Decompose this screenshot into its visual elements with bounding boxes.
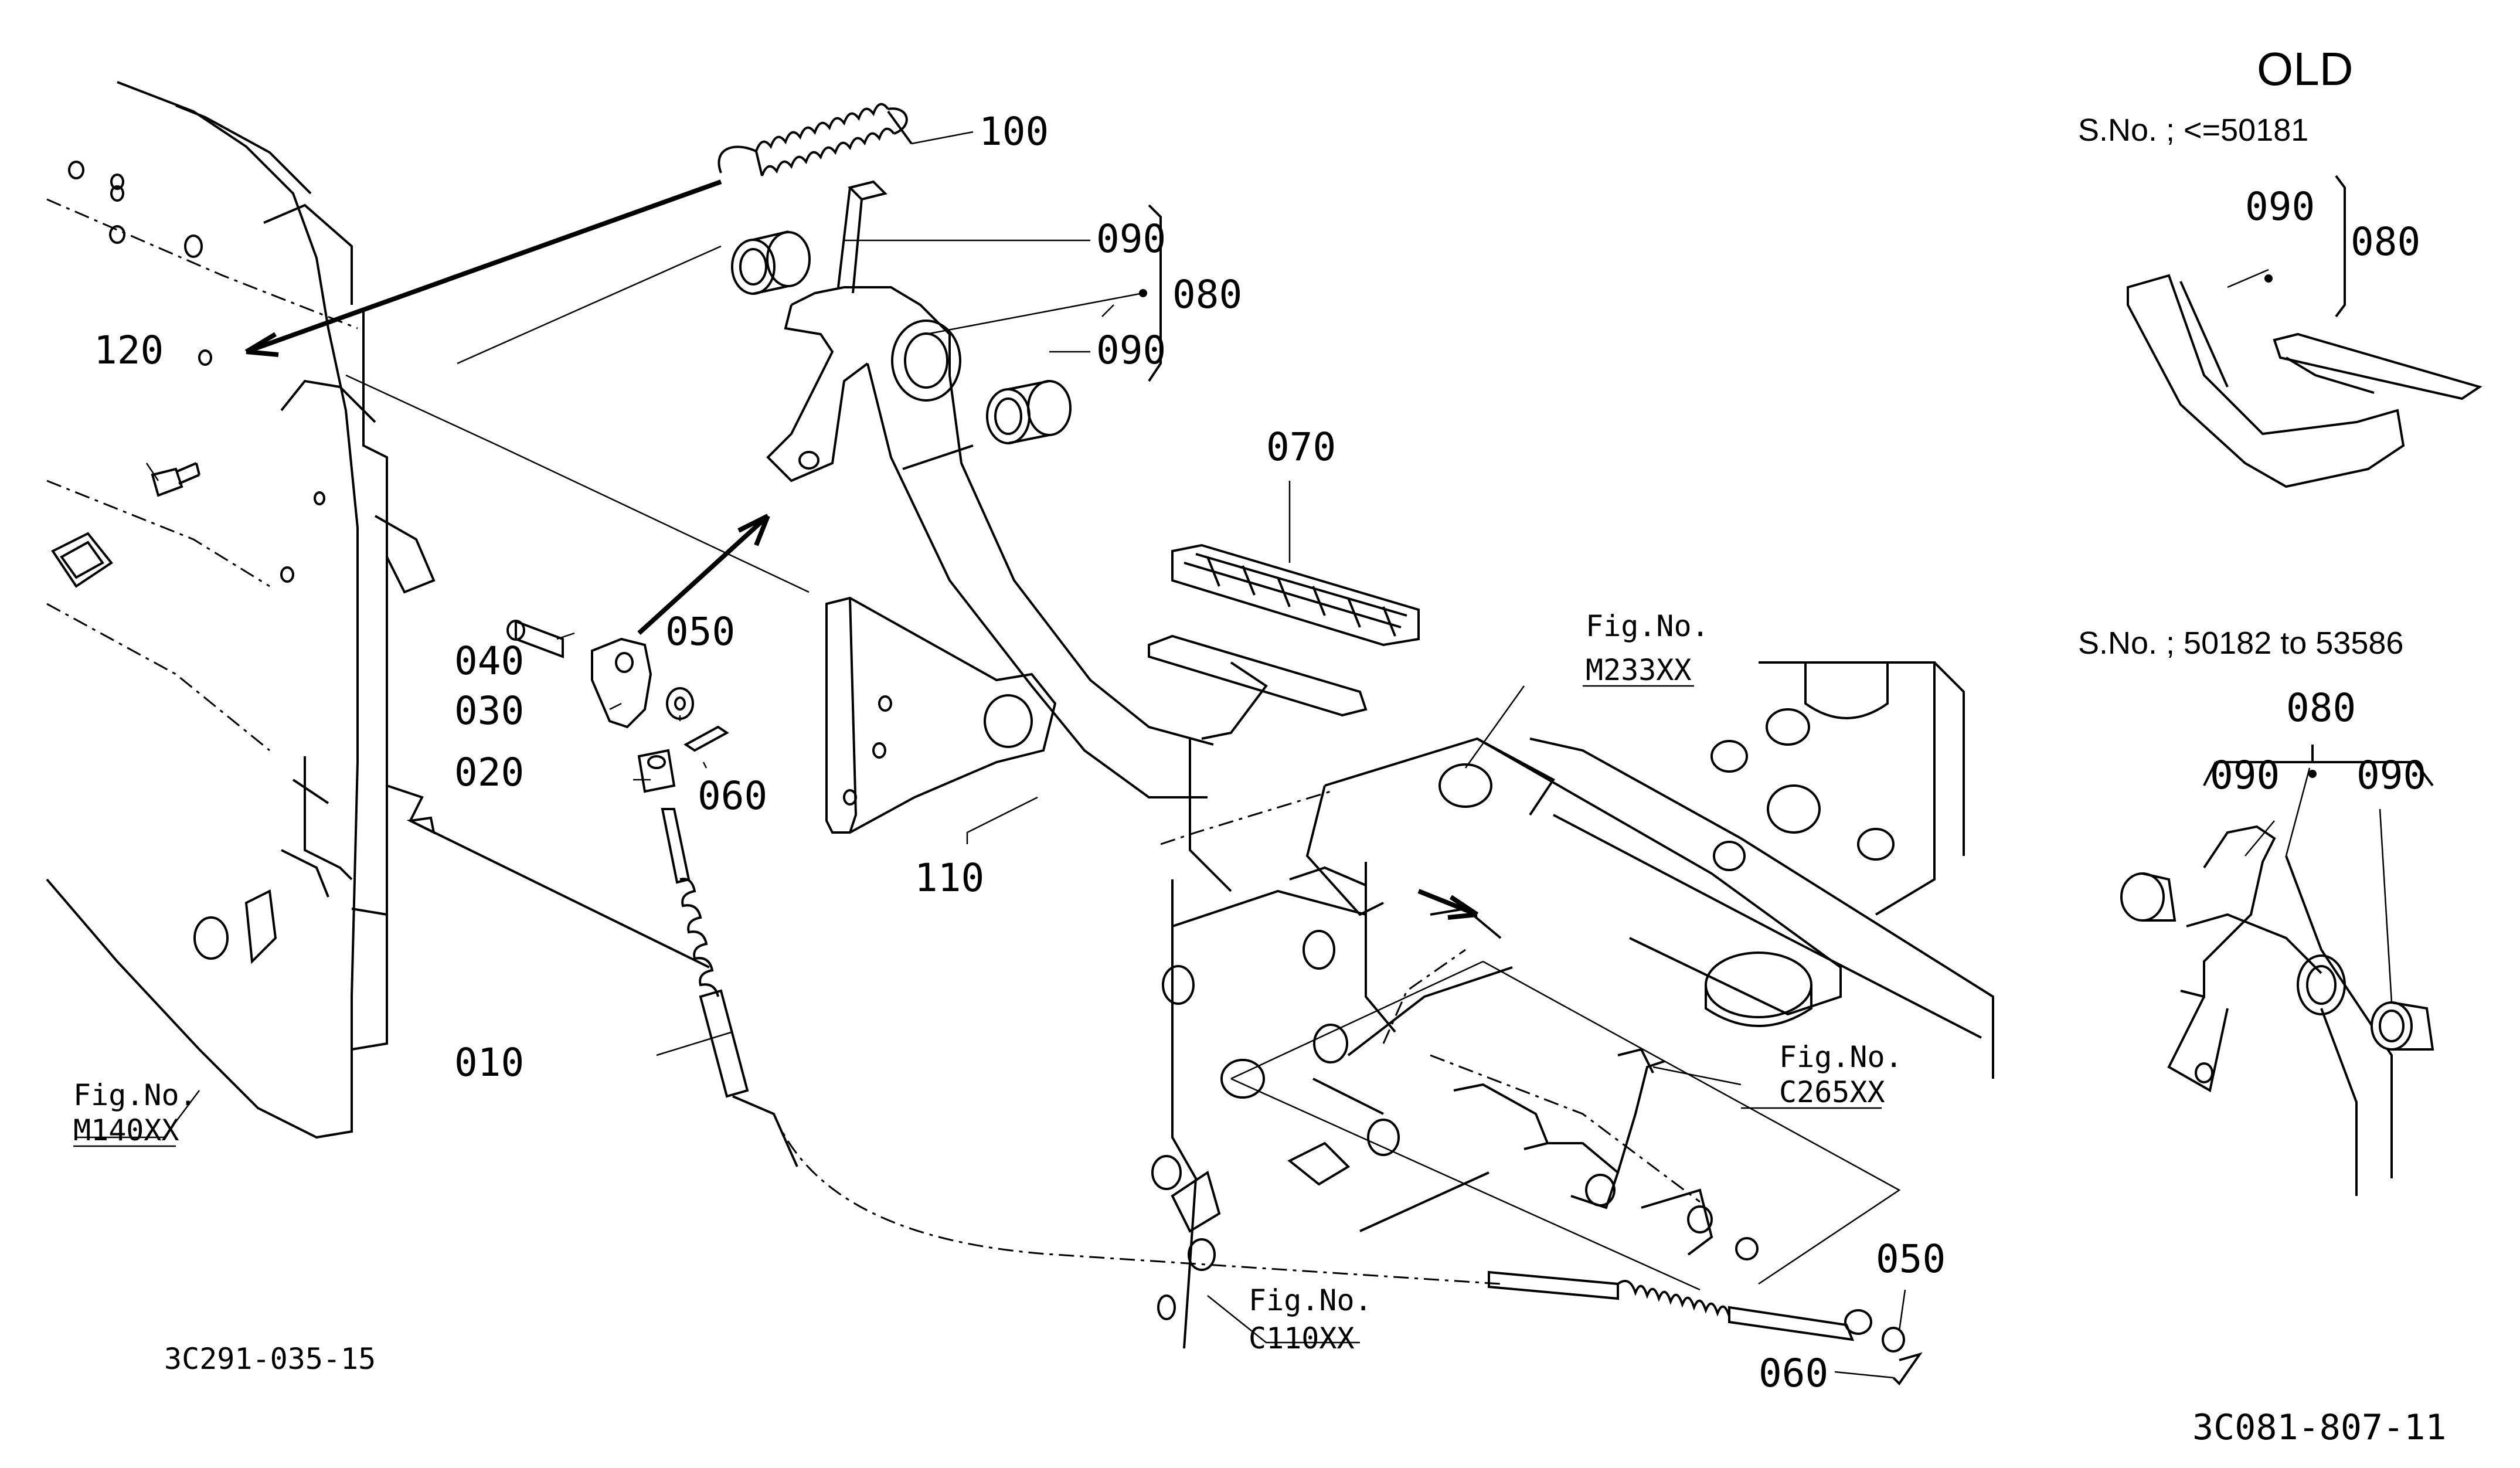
assembly-bracket-lines [1230, 960, 1901, 1291]
ref-c265-line1: Fig.No. [1779, 1040, 1903, 1074]
left-frame-panel [46, 81, 436, 1139]
label-part-050-bottom: 050 [1876, 1236, 1946, 1282]
assembly-arrow-spring-tip [244, 332, 279, 357]
ref-m233-line1: Fig.No. [1586, 609, 1709, 643]
label-part-090-bottom: 090 [1096, 328, 1166, 373]
label-part-110: 110 [914, 855, 984, 900]
assembly-arrow-cable-frame [410, 820, 710, 969]
linkage-c265 [1453, 1048, 1759, 1260]
leader-lines [76, 131, 2393, 1379]
assembly-line-bracket [345, 245, 810, 593]
assembly-arrow-clevis [637, 514, 770, 635]
ref-c110-line2: C110XX [1249, 1321, 1355, 1355]
ref-c110: Fig.No. C110XX [1249, 1283, 1372, 1355]
label-part-020: 020 [454, 750, 524, 795]
label-part-010: 010 [454, 1040, 524, 1085]
bracket-080-main [1148, 204, 1162, 382]
label-part-070: 070 [1266, 424, 1336, 470]
spring-100 [717, 103, 913, 176]
inset-old-label-090: 090 [2245, 184, 2315, 229]
label-part-120: 120 [94, 328, 164, 373]
inset-old-title: OLD [2257, 43, 2354, 95]
inset-old-serial: S.No. ; <=50181 [2078, 113, 2308, 148]
label-part-060-top: 060 [698, 773, 767, 818]
ref-c265: Fig.No. C265XX [1741, 1040, 1903, 1109]
ref-m140-line2: M140XX [73, 1113, 179, 1147]
label-part-080: 080 [1172, 272, 1242, 317]
label-part-100: 100 [979, 109, 1049, 154]
center-frame [1151, 661, 1994, 1349]
inset-bracket-080-new-left [2203, 762, 2217, 786]
label-part-040: 040 [454, 638, 524, 684]
ref-c265-line2: C265XX [1779, 1075, 1885, 1109]
inset-mid-serial: S.No. ; 50182 to 53586 [2078, 626, 2403, 661]
clevis-pin-group [506, 620, 729, 793]
pedal-pad-070 [1148, 543, 1420, 740]
pedal-arm-080 [766, 180, 1214, 798]
ref-m233-line2: M233XX [1586, 653, 1692, 687]
inset-old-arm [2127, 274, 2482, 488]
assembly-arrow-clevis-tip [737, 514, 770, 546]
inset-mid-label-090-left: 090 [2210, 753, 2280, 798]
ref-m140-line1: Fig.No. [73, 1078, 197, 1112]
inset-mid-label-090-right: 090 [2356, 753, 2426, 798]
ref-c110-line1: Fig.No. [1249, 1283, 1372, 1317]
inset-old-label-080: 080 [2351, 219, 2420, 264]
assembly-arrow-cable-frame-tip [406, 816, 436, 835]
label-part-090-top: 090 [1096, 216, 1166, 261]
bolt-120 [151, 462, 200, 497]
label-part-050-top: 050 [665, 609, 735, 654]
ref-m140: Fig.No. M140XX [73, 1078, 197, 1147]
ref-m233: Fig.No. M233XX [1583, 609, 1709, 687]
bushing-090-bottom [986, 380, 1072, 444]
drawing-code-left: 3C291-035-15 [164, 1342, 376, 1376]
drawing-code-right: 3C081-807-11 [2192, 1407, 2446, 1448]
bracket-110 [825, 596, 1057, 834]
label-part-060-bottom: 060 [1759, 1351, 1828, 1396]
label-part-030: 030 [454, 688, 524, 733]
assembly-arrow-frame-tip [1447, 895, 1479, 920]
inset-bracket-080-new [2216, 761, 2434, 787]
inset-mid-label-080: 080 [2286, 685, 2356, 730]
cable-010 [661, 808, 1923, 1386]
bushing-090-top [731, 230, 811, 295]
assembly-arrow-spring [245, 179, 722, 354]
inset-bracket-080-old [2335, 175, 2346, 318]
inset-new-arm [2120, 825, 2434, 1196]
